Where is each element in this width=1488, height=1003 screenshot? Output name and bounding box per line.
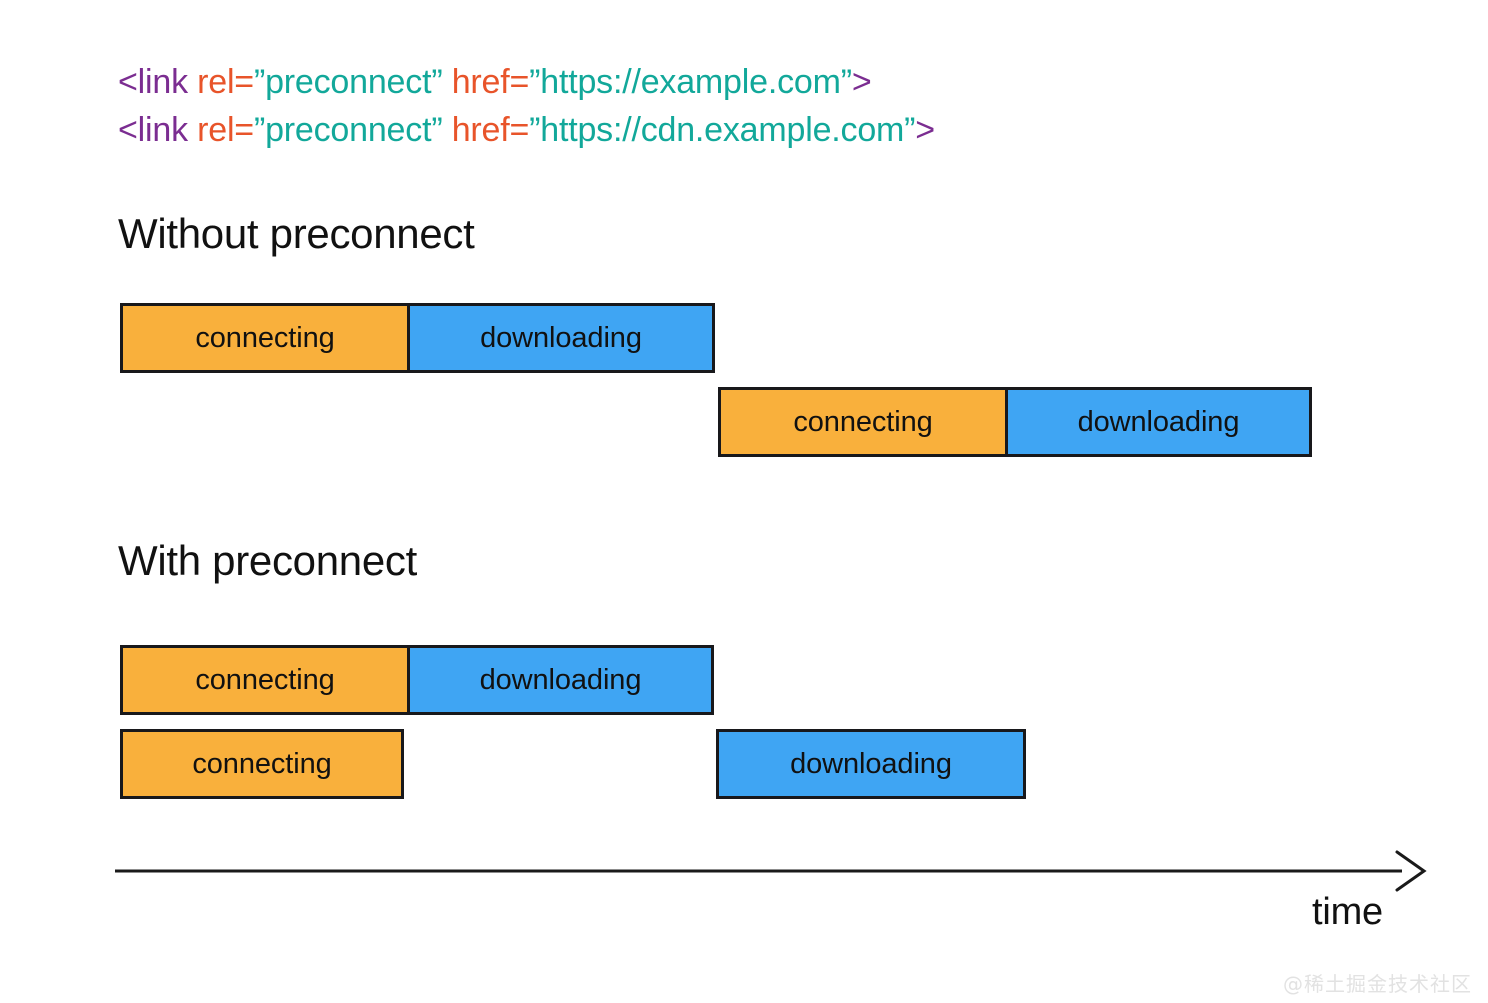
code-token-value-href-2: ”https://cdn.example.com” [529, 111, 916, 149]
section-heading-without-preconnect: Without preconnect [118, 210, 475, 257]
code-token-attr-rel: rel= [197, 63, 254, 101]
bar-without-row2-connecting: connecting [718, 387, 1005, 457]
bar-with-row1-connecting: connecting [120, 645, 407, 715]
time-axis-arrowhead [1395, 850, 1427, 892]
code-snippet: <link rel=”preconnect” href=”https://exa… [118, 58, 935, 154]
section-heading-with-preconnect: With preconnect [118, 537, 417, 584]
bar-with-row2-downloading: downloading [716, 729, 1026, 799]
code-token-attr-href: href= [451, 63, 530, 101]
code-token-attr-href-2: href= [451, 111, 530, 149]
code-token-tag-open-2: <link [118, 111, 198, 149]
code-line-2: <link rel=”preconnect” href=”https://cdn… [118, 106, 935, 154]
watermark: @稀土掘金技术社区 [1283, 972, 1472, 996]
bar-with-row2-connecting: connecting [120, 729, 404, 799]
code-token-attr-rel-2: rel= [197, 111, 254, 149]
time-axis-arrow [115, 850, 1427, 892]
code-token-tag-close-2: > [915, 111, 935, 149]
bar-without-row1-downloading: downloading [407, 303, 715, 373]
code-line-1: <link rel=”preconnect” href=”https://exa… [118, 58, 935, 106]
code-token-value-rel: ”preconnect” [253, 63, 452, 101]
code-token-tag-close: > [851, 63, 872, 101]
bar-with-row1-downloading: downloading [407, 645, 714, 715]
code-token-value-rel-2: ”preconnect” [253, 111, 452, 149]
code-token-tag-open: <link [118, 63, 198, 101]
bar-without-row2-downloading: downloading [1005, 387, 1312, 457]
time-axis-label: time [1312, 891, 1383, 933]
code-token-value-href: ”https://example.com” [529, 63, 852, 101]
bar-without-row1-connecting: connecting [120, 303, 407, 373]
